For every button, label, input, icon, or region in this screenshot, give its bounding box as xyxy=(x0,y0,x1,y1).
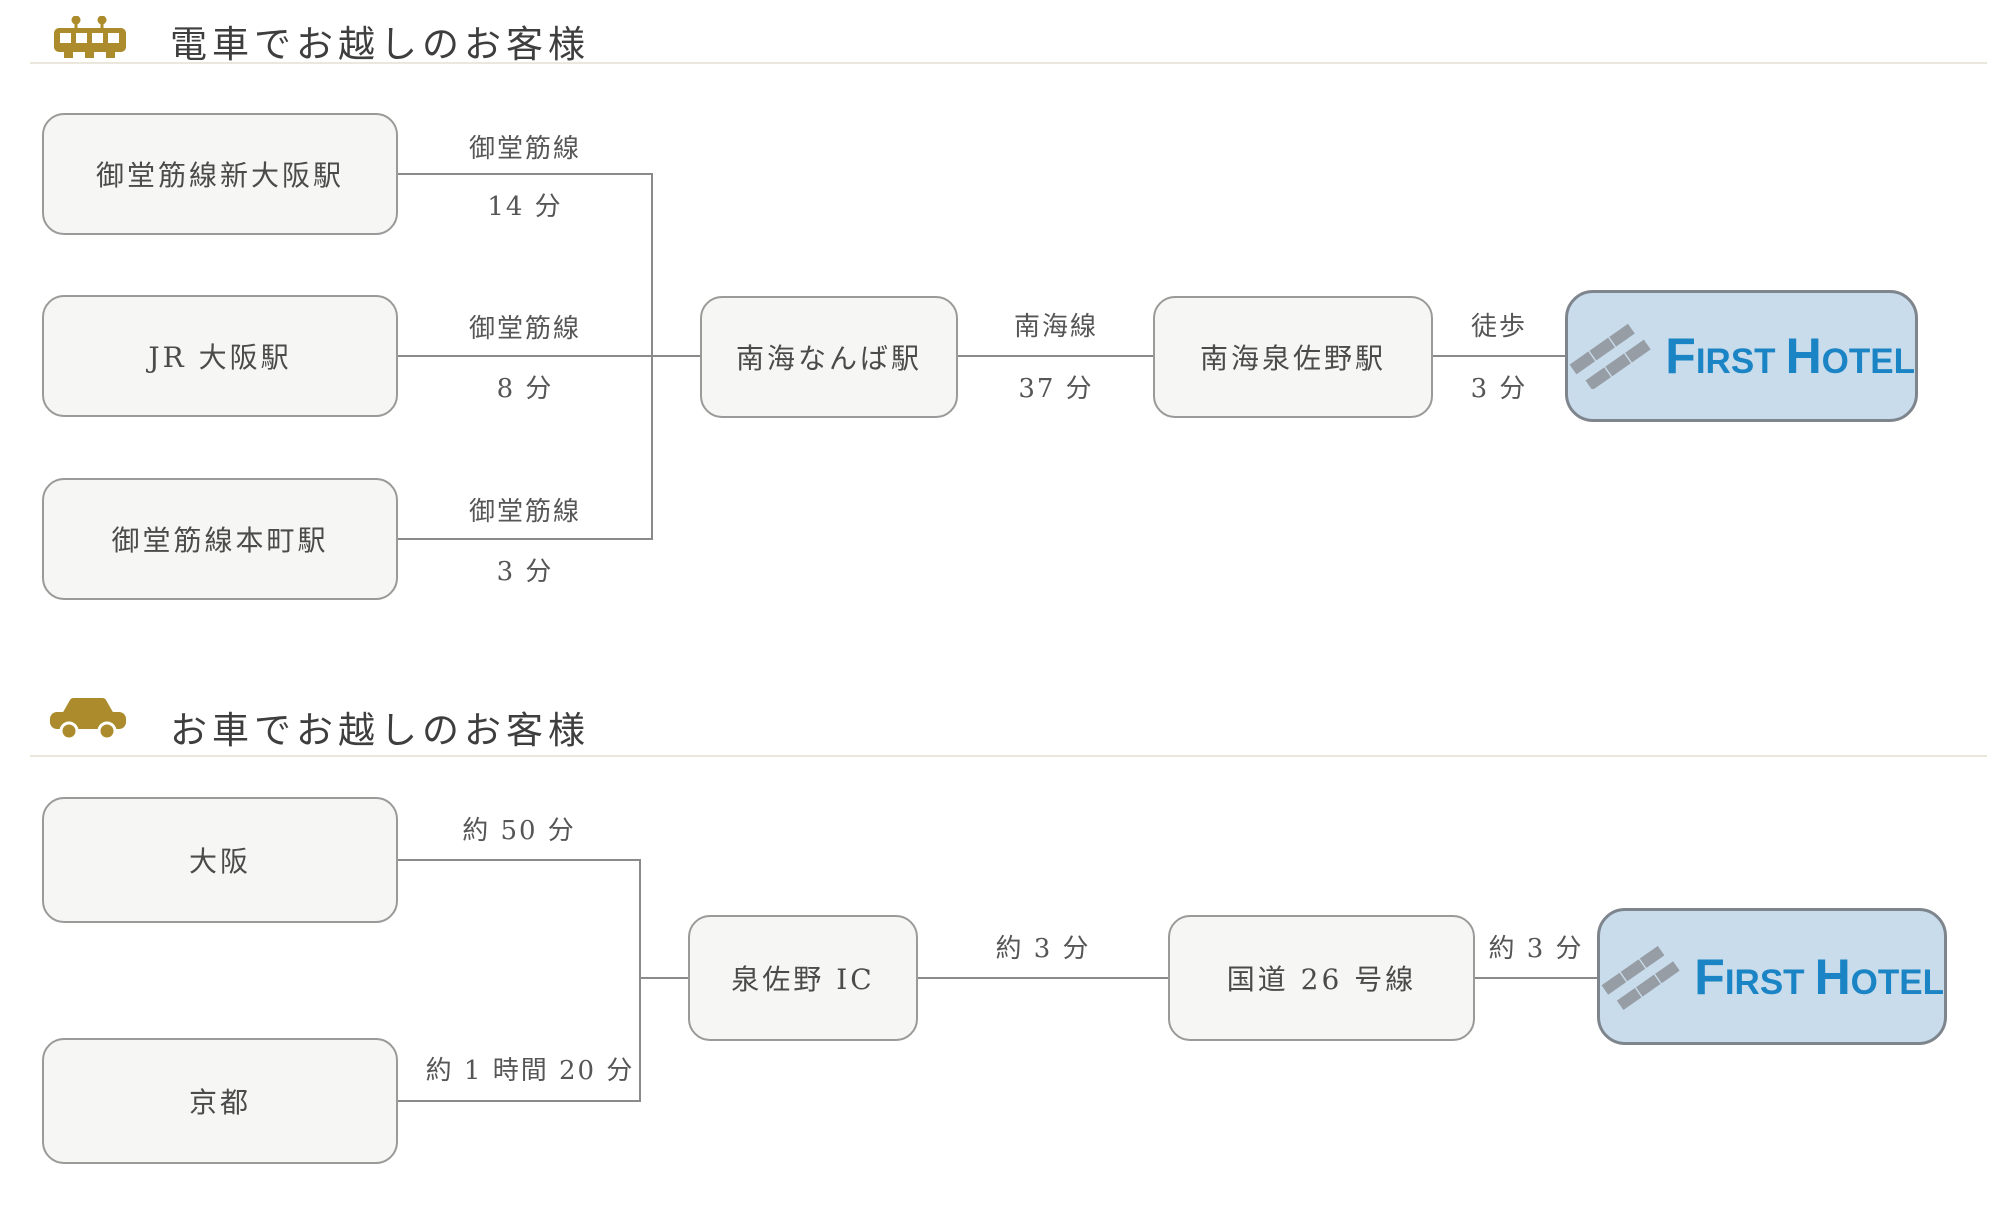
line-label-row2: 御堂筋線 xyxy=(468,314,581,344)
time-label-row1: 14 分 xyxy=(487,192,563,222)
logo-word-first: FIRST xyxy=(1694,948,1805,1005)
time-label-leg2-car: 約 3 分 xyxy=(1488,934,1584,964)
line-label-walk: 徒歩 xyxy=(1470,312,1527,342)
train-section-divider xyxy=(30,62,1987,64)
car-section-divider xyxy=(30,755,1987,757)
train-icon xyxy=(54,16,126,58)
line-label-row1: 御堂筋線 xyxy=(468,134,581,164)
station-box-shin-osaka: 御堂筋線新大阪駅 xyxy=(42,113,398,235)
station-box-izumisano: 南海泉佐野駅 xyxy=(1153,296,1433,418)
connector-row2 xyxy=(398,355,700,357)
train-section-title: 電車でお越しのお客様 xyxy=(170,23,590,66)
connector-to-ic xyxy=(641,977,688,979)
logo-word-first: FIRST xyxy=(1665,328,1776,384)
time-label-nankai: 37 分 xyxy=(1018,374,1094,404)
first-hotel-mark-icon xyxy=(1569,323,1651,389)
connector-row1 xyxy=(398,173,653,175)
connector-ic-route26 xyxy=(918,977,1168,979)
connector-row3 xyxy=(398,538,653,540)
line-label-nankai: 南海線 xyxy=(1013,312,1098,342)
car-section-title: お車でお越しのお客様 xyxy=(170,709,590,752)
line-label-row3: 御堂筋線 xyxy=(468,497,581,527)
logo-word-hotel: HOTEL xyxy=(1785,328,1915,384)
logo-word-hotel: HOTEL xyxy=(1814,948,1944,1005)
connector-kyoto xyxy=(398,1100,641,1102)
time-label-osaka: 約 50 分 xyxy=(462,816,576,846)
node-box-route26: 国道 26 号線 xyxy=(1168,915,1475,1041)
station-box-hommachi: 御堂筋線本町駅 xyxy=(42,478,398,600)
node-box-izumisano-ic: 泉佐野 IC xyxy=(688,915,918,1041)
time-label-row2: 8 分 xyxy=(496,374,554,404)
connector-walk xyxy=(1433,355,1565,357)
time-label-leg1-car: 約 3 分 xyxy=(995,934,1091,964)
time-label-kyoto: 約 1 時間 20 分 xyxy=(425,1056,635,1086)
station-box-namba: 南海なんば駅 xyxy=(700,296,958,418)
connector-vertical-train xyxy=(651,173,653,540)
station-box-jr-osaka: JR 大阪駅 xyxy=(42,295,398,417)
time-label-row3: 3 分 xyxy=(496,557,554,587)
car-icon xyxy=(50,698,126,741)
connector-namba-izumisano xyxy=(958,355,1153,357)
connector-osaka xyxy=(398,859,641,861)
time-label-walk: 3 分 xyxy=(1470,374,1528,404)
city-box-osaka: 大阪 xyxy=(42,797,398,923)
connector-vertical-car xyxy=(639,859,641,1102)
first-hotel-mark-icon xyxy=(1601,945,1680,1010)
connector-route26-hotel xyxy=(1475,977,1597,979)
city-box-kyoto: 京都 xyxy=(42,1038,398,1164)
